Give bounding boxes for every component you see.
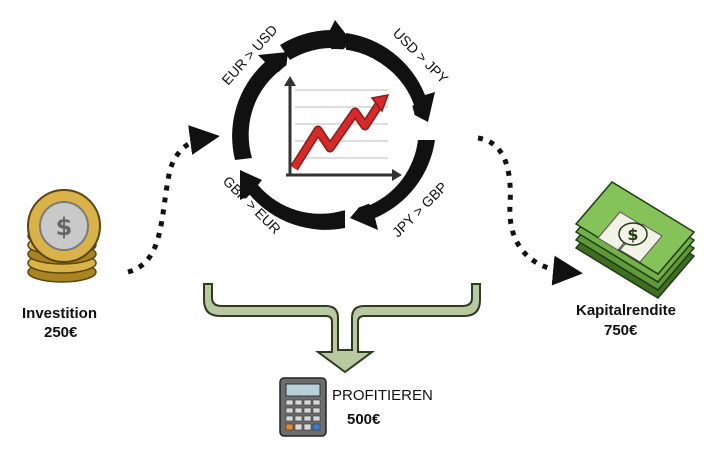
arrow-cycle-to-return [477,135,583,286]
investment-label: Investition [22,305,97,322]
profit-amount: 500€ [347,411,381,428]
profit-bracket [203,283,481,374]
svg-text:$: $ [627,225,638,244]
return-label: Kapitalrendite [576,302,676,319]
coin-stack-icon: $ [27,189,101,283]
arrow-investment-to-cycle [127,125,220,275]
trend-chart-icon [284,76,402,181]
investment-amount: 250€ [44,324,78,341]
calculator-icon [279,377,327,437]
profit-label: PROFITIEREN [332,387,433,404]
money-stack-icon: $ [574,181,696,299]
return-amount: 750€ [604,322,638,339]
svg-text:$: $ [56,213,73,241]
